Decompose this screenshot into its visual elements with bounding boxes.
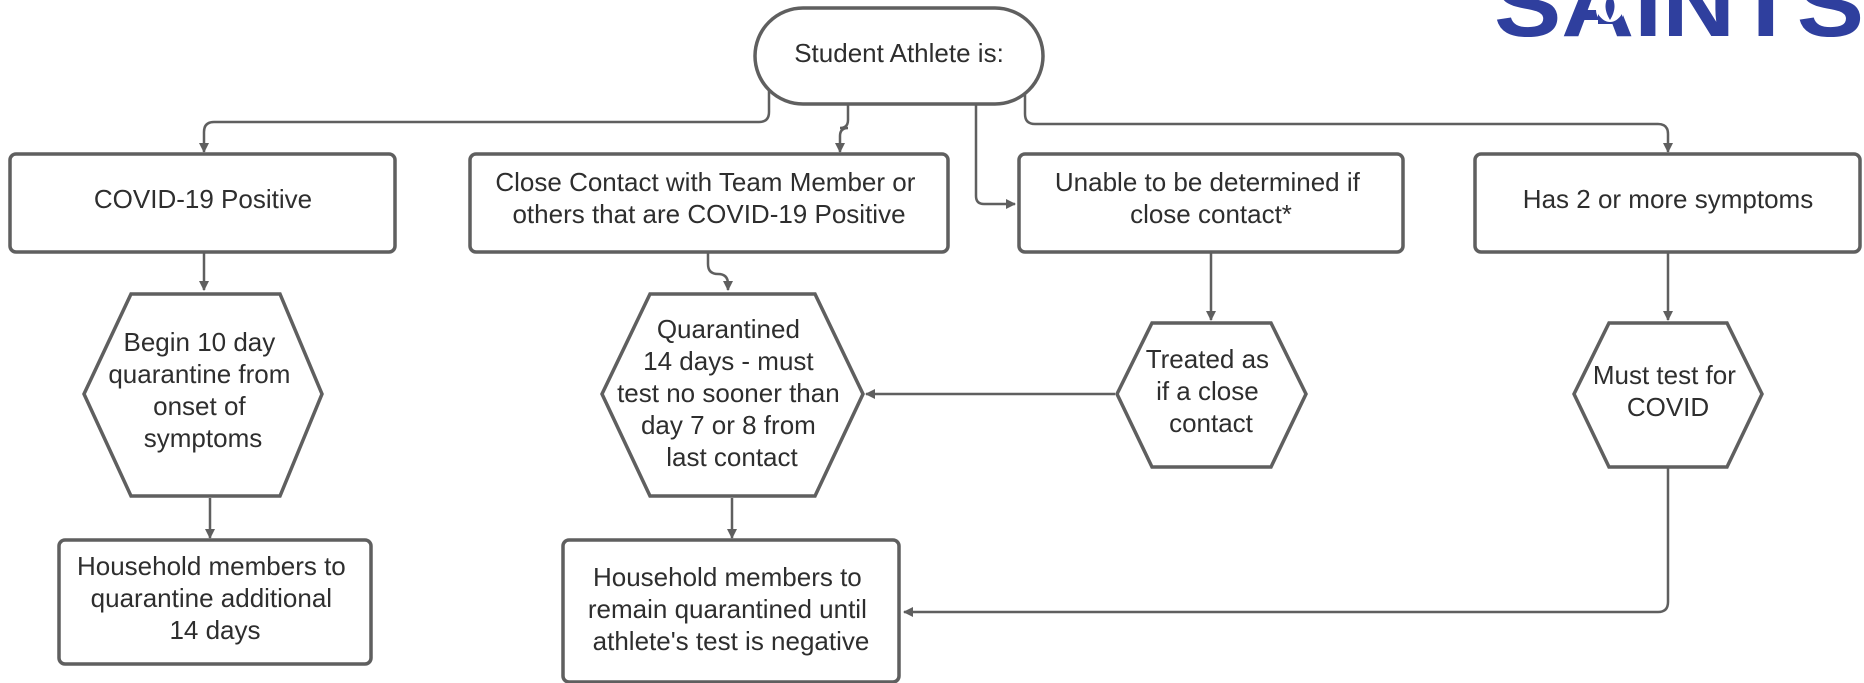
connector-close-contact-to-quarantined <box>706 252 733 291</box>
node-household-remain: Household members to remain quarantined … <box>561 538 901 683</box>
connector-start-to-covid-positive <box>199 88 771 153</box>
svg-text:Begin 10 day quarantine: Begin 10 day quarantine from onset of sy… <box>108 327 297 453</box>
logo-text: SAINTS <box>1494 0 1864 56</box>
svg-text:Must test for COVID: Must test for COVID <box>1593 360 1743 422</box>
connector-start-to-symptoms <box>1023 88 1673 153</box>
connector-start-to-undetermined <box>974 104 1016 209</box>
connector-must-test-to-household-remain <box>903 468 1670 617</box>
svg-text:Close Contact with Team Member: Close Contact with Team Member or others… <box>495 167 922 229</box>
svg-text:Unable to be determined if: Unable to be determined if close contact… <box>1055 167 1367 229</box>
node-undetermined: Unable to be determined if close contact… <box>1017 152 1405 254</box>
svg-text:Household members to qua: Household members to quarantine addition… <box>77 551 353 645</box>
svg-text:Has 2 or more symptoms: Has 2 or more symptoms <box>1523 184 1813 214</box>
fleur-de-lis-icon <box>1596 0 1624 24</box>
node-household-additional: Household members to quarantine addition… <box>57 538 373 666</box>
node-symptoms: Has 2 or more symptoms <box>1473 152 1862 254</box>
node-start: Student Athlete is: <box>753 6 1045 106</box>
node-covid-positive: COVID-19 Positive <box>8 152 397 254</box>
node-start-text: Student Athlete is: <box>794 38 1004 68</box>
connector-start-to-close-contact <box>835 104 850 153</box>
node-quarantined-14: Quarantined 14 days - must test no soone… <box>600 292 865 498</box>
svg-text:COVID-19 Positive: COVID-19 Positive <box>94 184 312 214</box>
node-close-contact: Close Contact with Team Member or others… <box>468 152 950 254</box>
node-begin-quarantine: Begin 10 day quarantine from onset of sy… <box>82 292 324 498</box>
saints-logo: SAINTS <box>1494 0 1864 56</box>
svg-text:Quarantined 14 days - mu: Quarantined 14 days - must test no soone… <box>617 314 847 472</box>
svg-text:Treated as if a close: Treated as if a close contact <box>1146 344 1277 438</box>
node-treated-close: Treated as if a close contact <box>1115 321 1308 469</box>
node-must-test: Must test for COVID <box>1572 321 1764 469</box>
connectors <box>199 88 1673 617</box>
svg-text:Household members to rem: Household members to remain quarantined … <box>588 562 874 656</box>
